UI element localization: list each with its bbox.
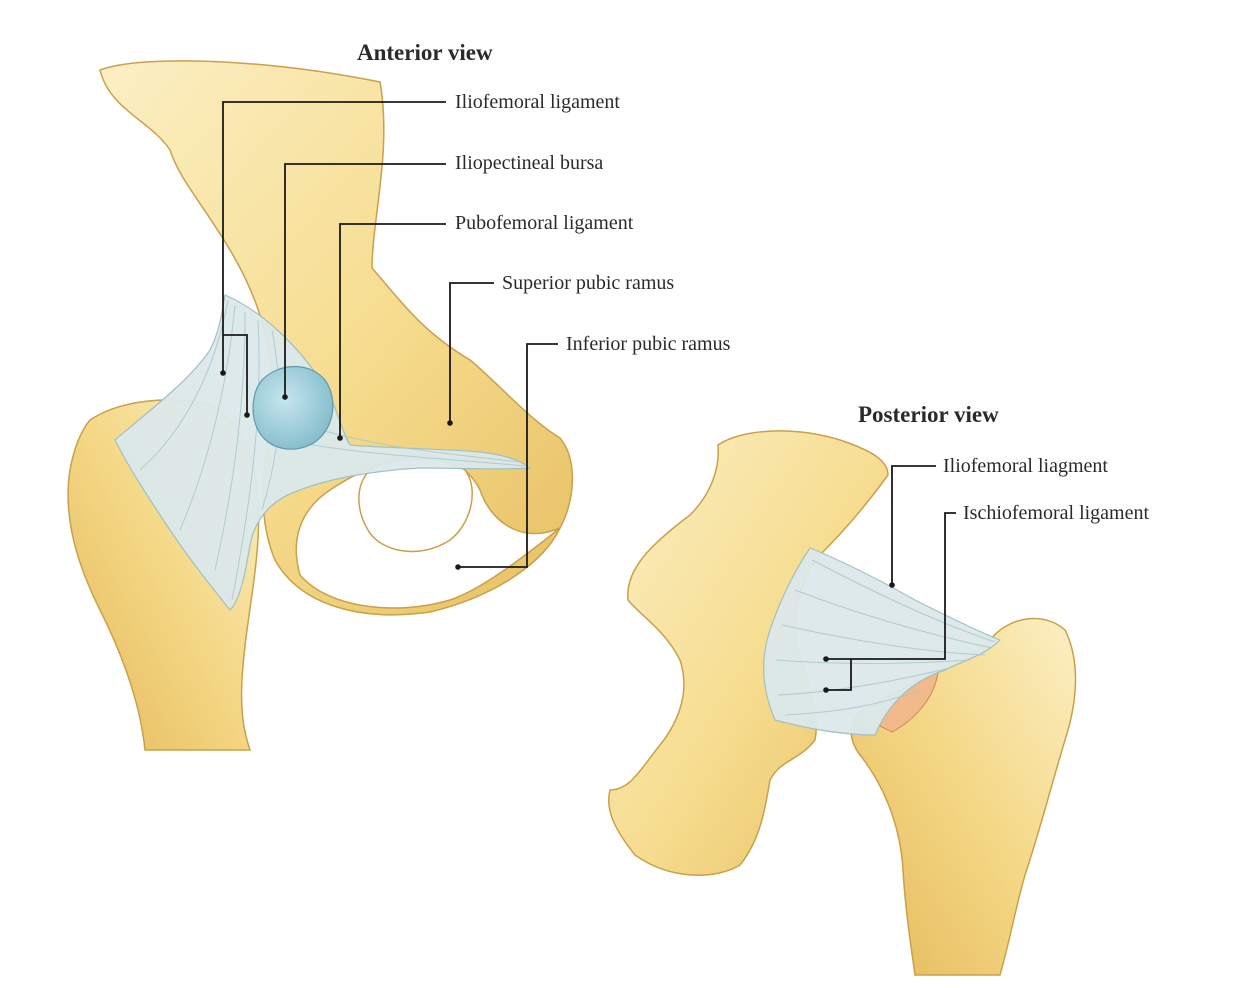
leader-inferior-pubic-ramus (458, 343, 558, 568)
leader-pubofemoral-ligament (339, 223, 446, 438)
posterior-pelvis (608, 430, 889, 876)
leader-iliopectineal-bursa (284, 163, 446, 397)
leader-dots (220, 370, 895, 693)
anterior-view-title: Anterior view (357, 40, 493, 65)
leader-superior-pubic-ramus (449, 282, 494, 423)
iliopectineal-bursa (252, 366, 334, 450)
posterior-view-title: Posterior view (858, 402, 999, 427)
anterior-capsule-ligament (114, 294, 532, 611)
leader-lines (222, 101, 956, 691)
label-iliofemoral-ligament: Iliofemoral ligament (455, 91, 620, 113)
label-superior-pubic-ramus: Superior pubic ramus (502, 272, 675, 294)
posterior-view-art (608, 430, 1077, 976)
label-inferior-pubic-ramus: Inferior pubic ramus (566, 333, 731, 355)
label-posterior-ischiofemoral-ligament: Ischiofemoral ligament (963, 502, 1150, 524)
label-iliopectineal-bursa: Iliopectineal bursa (455, 152, 604, 174)
anterior-view-art (67, 60, 574, 751)
label-pubofemoral-ligament: Pubofemoral ligament (455, 212, 634, 234)
label-posterior-iliofemoral-ligament: Iliofemoral liagment (943, 455, 1108, 477)
leader-posterior-iliofemoral (891, 465, 936, 585)
leader-posterior-ischiofemoral (826, 512, 956, 691)
